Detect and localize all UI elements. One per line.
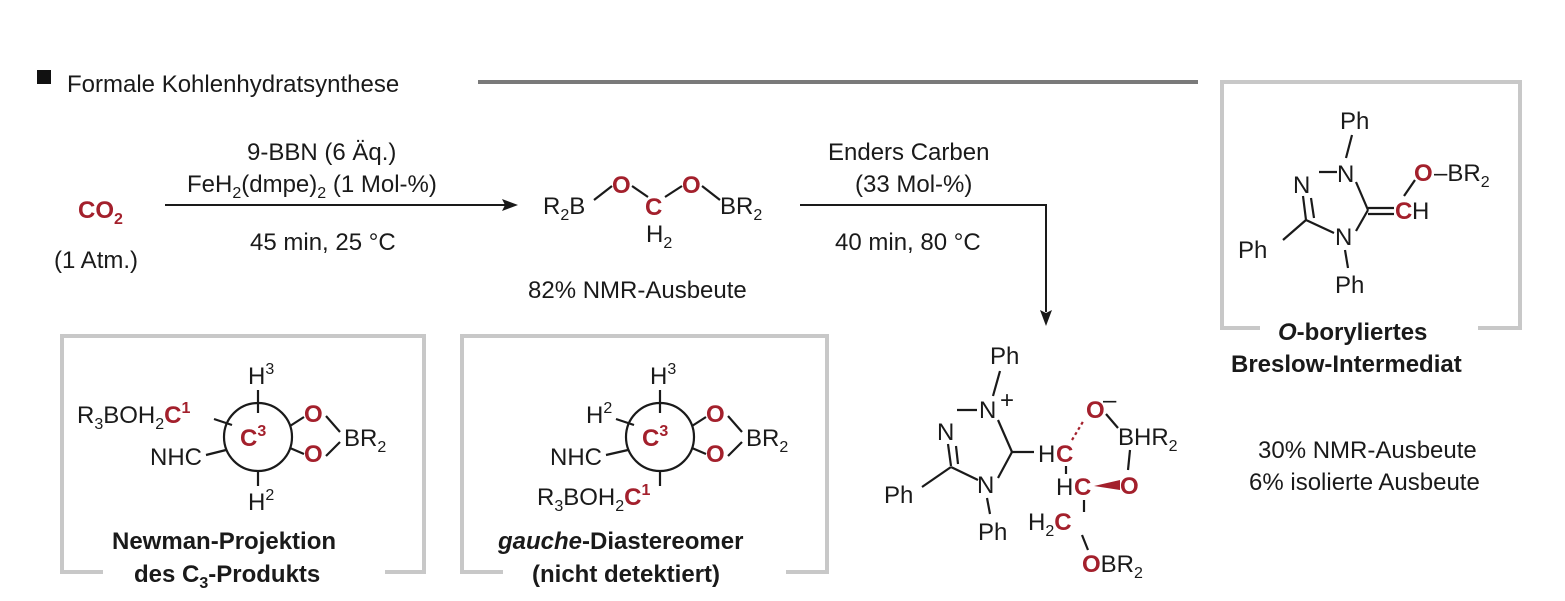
newman-structure: H3 R3BOH2C1 C3 O O BR2 NHC H2 <box>77 361 386 516</box>
svg-text:NHC: NHC <box>150 444 202 471</box>
svg-text:H2: H2 <box>646 221 672 252</box>
svg-text:BR2: BR2 <box>344 425 386 456</box>
gauche-frame <box>460 334 829 574</box>
breslow-label-1: O-boryliertes <box>1278 319 1427 346</box>
breslow-frame <box>1220 80 1522 330</box>
svg-text:O: O <box>304 441 323 468</box>
svg-text:C: C <box>1056 441 1073 468</box>
step2-loading: (33 Mol-%) <box>855 171 972 198</box>
svg-text:O: O <box>1086 397 1105 424</box>
svg-text:O: O <box>706 441 725 468</box>
step1-catalyst: FeH2(dmpe)2 (1 Mol-%) <box>187 171 437 202</box>
breslow-label-2: Breslow-Intermediat <box>1231 351 1462 378</box>
step2-conditions: 40 min, 80 °C <box>835 229 981 256</box>
svg-text:C: C <box>1074 474 1091 501</box>
svg-text:NHC: NHC <box>550 444 602 471</box>
step1-conditions: 45 min, 25 °C <box>250 229 396 256</box>
newman-caption-2: des C3-Produkts <box>134 561 320 592</box>
svg-text:H: H <box>1412 198 1429 225</box>
svg-text:Ph: Ph <box>990 343 1019 370</box>
svg-text:Ph: Ph <box>1335 272 1364 299</box>
product-yield-isolated: 6% isolierte Ausbeute <box>1249 469 1480 496</box>
svg-text:–BR2: –BR2 <box>1434 160 1490 191</box>
svg-text:H: H <box>1038 441 1055 468</box>
product-yield-nmr: 30% NMR-Ausbeute <box>1258 437 1477 464</box>
section-bullet-icon <box>37 70 51 84</box>
gauche-caption-2: (nicht detektiert) <box>532 561 720 588</box>
svg-text:R3BOH2C1: R3BOH2C1 <box>537 482 651 515</box>
svg-text:H2: H2 <box>586 400 612 429</box>
svg-text:Ph: Ph <box>978 519 1007 546</box>
svg-text:+: + <box>1000 387 1014 414</box>
breslow-structure: Ph N N N Ph Ph C H O –BR2 <box>1238 108 1490 299</box>
svg-text:N: N <box>1293 172 1310 199</box>
svg-text:H3: H3 <box>650 361 676 390</box>
svg-text:O: O <box>1120 473 1139 500</box>
svg-text:Ph: Ph <box>1238 237 1267 264</box>
co2-label: CO2 <box>78 197 123 228</box>
acetal-yield: 82% NMR-Ausbeute <box>528 277 747 304</box>
svg-text:N: N <box>1337 161 1354 188</box>
svg-text:OBR2: OBR2 <box>1082 551 1143 582</box>
product-structure: Ph N + N N Ph Ph H C O – BHR2 O H C H2C … <box>884 343 1178 582</box>
svg-text:R3BOH2C1: R3BOH2C1 <box>77 400 191 433</box>
svg-text:Ph: Ph <box>884 482 913 509</box>
gauche-structure: H3 H2 C3 O O BR2 NHC R3BOH2C1 <box>537 361 788 515</box>
svg-text:O: O <box>1414 160 1433 187</box>
svg-text:H3: H3 <box>248 361 274 390</box>
svg-text:N: N <box>1335 224 1352 251</box>
svg-text:Ph: Ph <box>1340 108 1369 135</box>
reaction-arrow-2 <box>800 204 1047 312</box>
svg-text:R2B: R2B <box>543 193 585 224</box>
svg-text:C3: C3 <box>642 423 668 452</box>
svg-text:O: O <box>612 172 631 199</box>
svg-text:C: C <box>1395 198 1412 225</box>
arrowhead-2-icon <box>1040 310 1052 326</box>
svg-text:C3: C3 <box>240 423 266 452</box>
svg-text:C: C <box>645 194 662 221</box>
svg-text:BR2: BR2 <box>720 193 762 224</box>
gauche-caption-1: gauche-Diastereomer <box>497 528 743 555</box>
svg-text:–: – <box>1103 387 1117 414</box>
svg-text:H2: H2 <box>248 487 274 516</box>
svg-text:N: N <box>977 472 994 499</box>
svg-text:H: H <box>1056 474 1073 501</box>
svg-text:N: N <box>937 419 954 446</box>
co2-pressure: (1 Atm.) <box>54 247 138 274</box>
svg-text:O: O <box>682 172 701 199</box>
svg-text:O: O <box>304 401 323 428</box>
newman-caption-1: Newman-Projektion <box>112 528 336 555</box>
arrowhead-1-icon <box>502 199 518 211</box>
svg-text:H2C: H2C <box>1028 509 1072 540</box>
section-title: Formale Kohlenhydratsynthese <box>67 71 399 98</box>
step2-catalyst: Enders Carben <box>828 139 989 166</box>
svg-text:BR2: BR2 <box>746 425 788 456</box>
svg-text:N: N <box>979 397 996 424</box>
svg-text:BHR2: BHR2 <box>1118 424 1178 455</box>
svg-text:O: O <box>706 401 725 428</box>
newman-frame <box>60 334 426 574</box>
acetal-structure: R2B O C O BR2 H2 <box>543 172 762 252</box>
step1-reagent: 9-BBN (6 Äq.) <box>247 139 396 166</box>
